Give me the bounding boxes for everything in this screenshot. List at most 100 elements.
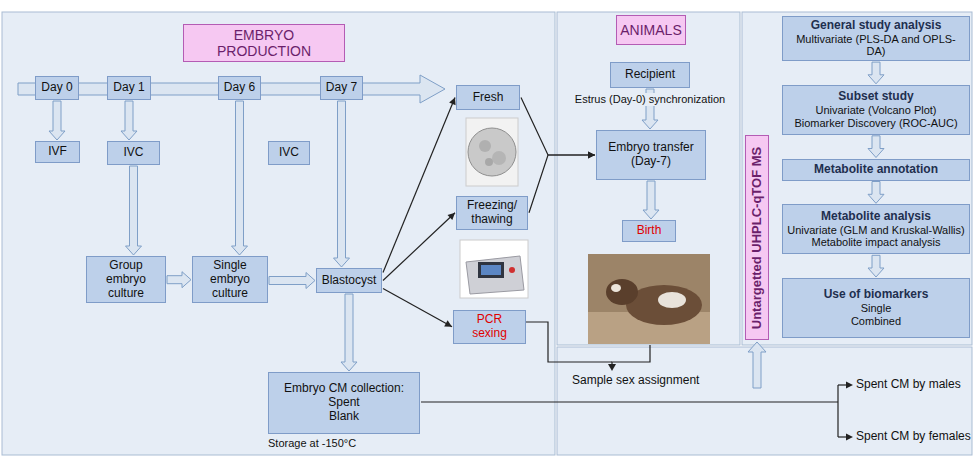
embryo-photo xyxy=(485,158,493,166)
connector-line xyxy=(521,98,595,159)
block-arrow xyxy=(868,62,884,84)
block-arrow xyxy=(49,101,65,140)
block-arrow xyxy=(167,272,191,288)
block-arrow xyxy=(643,181,659,219)
node-text: Subset study xyxy=(838,90,913,104)
block-arrow xyxy=(341,294,357,371)
timeline-arrow xyxy=(18,75,445,103)
block-arrow xyxy=(269,273,315,289)
junction-label: Sample sex assignment xyxy=(572,374,699,388)
leader-line xyxy=(526,322,612,362)
panel xyxy=(557,347,972,455)
node-text: Metabolite analysis xyxy=(821,210,931,224)
node-text: PCR sexing xyxy=(458,313,521,341)
block-arrow xyxy=(126,166,142,255)
calf-photo xyxy=(611,284,621,292)
freezer-photo xyxy=(509,267,515,273)
analysis-box: Use of biomarkersSingleCombined xyxy=(782,278,970,338)
connector-line xyxy=(383,289,452,327)
node-subtext: Metabolite impact analysis xyxy=(811,236,940,249)
node-text: Day 6 xyxy=(224,81,255,95)
node-subtext: Spent xyxy=(328,396,359,410)
node-text: Day 1 xyxy=(113,81,144,95)
block-arrow xyxy=(49,101,65,140)
arrow-head xyxy=(608,364,616,371)
node-subtext: Single xyxy=(861,302,892,315)
analysis-box: Metabolite analysisUnivariate (GLM and K… xyxy=(782,204,970,254)
embryo-photo xyxy=(466,118,518,186)
arrow-head xyxy=(444,320,452,327)
process-box: IVF xyxy=(35,141,80,163)
calf-photo xyxy=(658,292,686,308)
panel xyxy=(557,12,740,345)
analysis-box: Subset studyUnivariate (Volcano Plot)Bio… xyxy=(782,85,970,135)
leader-line xyxy=(612,345,650,364)
block-arrow xyxy=(232,101,248,255)
block-arrow xyxy=(868,255,884,277)
process-box: Recipient xyxy=(610,62,690,88)
leader-line xyxy=(421,401,838,402)
block-arrow xyxy=(167,272,191,288)
day-box: Day 0 xyxy=(35,76,79,100)
node-subtext: Multivariate (PLS-DA and OPLS-DA) xyxy=(787,33,965,58)
block-arrow xyxy=(341,294,357,371)
process-box: IVC xyxy=(107,141,160,165)
node-text: Group embryo culture xyxy=(91,259,161,300)
leader-line xyxy=(838,436,846,437)
connector-line xyxy=(529,152,595,213)
day-box: Day 6 xyxy=(218,76,261,100)
process-box: PCR sexing xyxy=(453,310,526,344)
node-text: IVC xyxy=(279,146,299,160)
block-arrow xyxy=(868,136,884,158)
node-text: Recipient xyxy=(625,68,675,82)
block-arrow xyxy=(868,182,884,204)
block-arrow xyxy=(334,101,350,267)
node-text: Untargetted UHPLC-qTOF MS xyxy=(750,146,765,328)
connector-line xyxy=(383,213,455,281)
node-subtext: Blank xyxy=(329,410,359,424)
storage-note: Storage at -150°C xyxy=(268,437,356,450)
output-label: Spent CM by females xyxy=(856,430,971,444)
connector-line xyxy=(383,289,452,327)
freezer-photo xyxy=(481,265,501,275)
edge-label: Estrus (Day-0) synchronization xyxy=(572,93,728,106)
arrow-head xyxy=(448,213,456,220)
node-text: Day 0 xyxy=(41,81,72,95)
process-box: Embryo CM collection:SpentBlank xyxy=(268,372,420,434)
node-text: Blastocyst xyxy=(322,274,377,288)
embryo-photo xyxy=(492,151,506,165)
arrow-head xyxy=(588,152,595,159)
node-text: ANIMALS xyxy=(620,22,681,38)
leader-line xyxy=(837,385,838,437)
process-box: Group embryo culture xyxy=(86,256,166,303)
arrow-head xyxy=(588,152,595,159)
panel xyxy=(742,12,972,345)
leader-line xyxy=(838,384,846,385)
process-box: Freezing/ thawing xyxy=(456,196,528,230)
block-arrow xyxy=(121,101,137,140)
block-arrow xyxy=(121,101,137,140)
block-arrow xyxy=(232,101,248,255)
block-arrow xyxy=(748,342,766,388)
node-text: Embryo CM collection: xyxy=(284,382,404,396)
block-arrow xyxy=(868,255,884,277)
node-text: Day 7 xyxy=(326,81,357,95)
block-arrow xyxy=(269,273,315,289)
node-text: General study analysis xyxy=(811,19,942,33)
node-text: IVC xyxy=(123,146,143,160)
connector-line xyxy=(529,155,595,213)
node-subtext: Univariate (GLM and Kruskal-Wallis) xyxy=(787,224,964,237)
arrow-head xyxy=(846,382,853,389)
block-arrow xyxy=(126,166,142,255)
process-box: Birth xyxy=(622,220,676,242)
node-text: Embryo transfer (Day-7) xyxy=(601,141,701,169)
embryo-photo xyxy=(479,140,491,152)
arrow-head xyxy=(846,434,853,441)
node-subtext: Combined xyxy=(851,315,901,328)
analysis-box: General study analysisMultivariate (PLS-… xyxy=(782,16,970,61)
node-text: Birth xyxy=(637,224,662,238)
node-text: Fresh xyxy=(473,91,504,105)
panel xyxy=(2,12,555,455)
day-box: Day 7 xyxy=(320,76,363,100)
